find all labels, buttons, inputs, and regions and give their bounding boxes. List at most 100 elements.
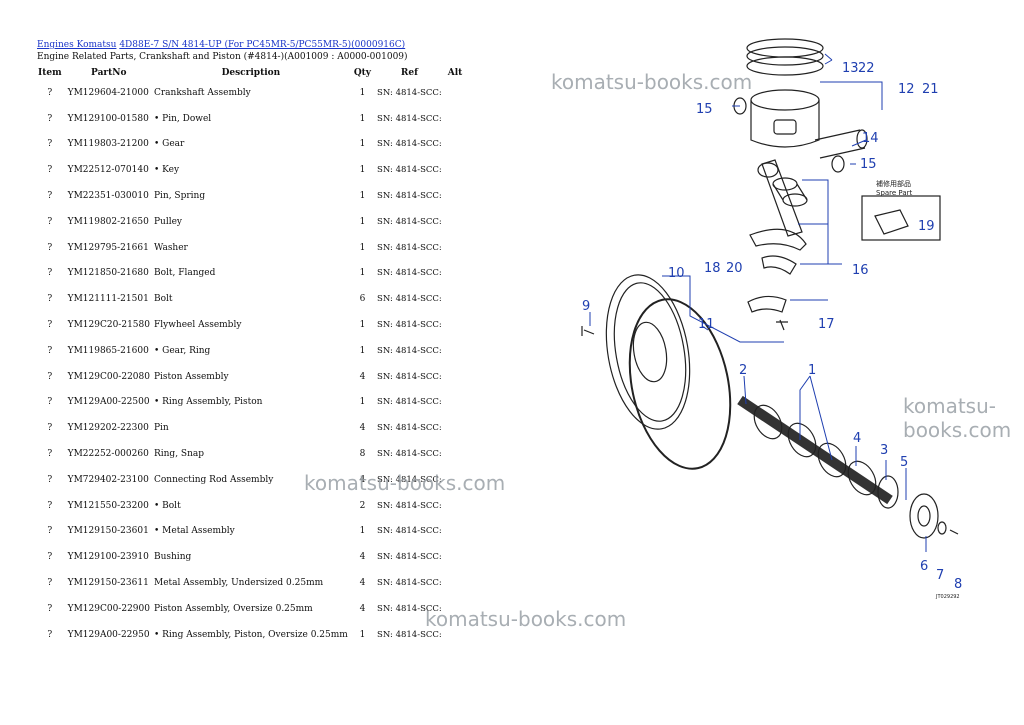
cell-qty: 4 bbox=[359, 474, 366, 485]
cell-alt bbox=[444, 183, 467, 209]
cell-qty: 8 bbox=[359, 449, 366, 460]
cell-alt bbox=[444, 570, 467, 596]
cell-alt bbox=[444, 312, 467, 338]
cell-qty: 4 bbox=[359, 552, 366, 563]
leader-line bbox=[820, 81, 883, 110]
piston-pin-shape bbox=[814, 129, 866, 159]
cell-ref: SN: 4814-SCC: bbox=[377, 294, 442, 305]
cell-qty: 4 bbox=[359, 423, 366, 434]
parts-table: Item PartNo Description Qty Ref Alt ?YM1… bbox=[34, 66, 466, 648]
crank-web-shape bbox=[817, 442, 847, 478]
cell-ref: SN: 4814-SCC: bbox=[377, 526, 442, 537]
cell-partno: YM121550-23200 bbox=[67, 500, 149, 511]
col-header-ref: Ref bbox=[400, 68, 418, 78]
cell-item: ? bbox=[47, 320, 53, 331]
cell-item: ? bbox=[47, 87, 53, 98]
cell-item: ? bbox=[47, 242, 53, 253]
cell-desc: • Ring Assembly, Piston, Oversize 0.25mm bbox=[153, 629, 348, 640]
cell-qty: 4 bbox=[359, 603, 366, 614]
cell-qty: 6 bbox=[359, 294, 366, 305]
piston-pin-boss-shape bbox=[773, 119, 797, 135]
crank-gear-shape bbox=[877, 475, 899, 509]
cell-alt bbox=[444, 493, 467, 519]
cell-qty: 1 bbox=[359, 216, 366, 227]
bearing-half-shape bbox=[761, 255, 797, 275]
leader-line bbox=[790, 179, 842, 301]
callout-label: 13 bbox=[842, 61, 859, 76]
breadcrumb-link-engines[interactable]: Engines Komatsu bbox=[37, 40, 117, 50]
pulley-shape bbox=[909, 493, 939, 539]
table-header-row: Item PartNo Description Qty Ref Alt bbox=[34, 66, 466, 80]
cell-alt bbox=[444, 544, 467, 570]
callout-label: 1 bbox=[808, 363, 816, 378]
cell-qty: 1 bbox=[359, 629, 366, 640]
ring-gear-shape bbox=[628, 298, 732, 470]
cell-desc: Bolt bbox=[153, 294, 173, 305]
cell-item: ? bbox=[47, 423, 53, 434]
cell-item: ? bbox=[47, 500, 53, 511]
col-header-item: Item bbox=[38, 68, 62, 78]
cell-item: ? bbox=[47, 165, 53, 176]
cell-item: ? bbox=[47, 268, 53, 279]
callout-label: 9 bbox=[582, 299, 590, 314]
cell-partno: YM129C20-21580 bbox=[67, 320, 150, 331]
cell-partno: YM121850-21680 bbox=[67, 268, 149, 279]
page-subtitle: Engine Related Parts, Crankshaft and Pis… bbox=[37, 52, 408, 62]
cell-desc: Metal Assembly, Undersized 0.25mm bbox=[153, 578, 324, 589]
piston-ring-shape bbox=[746, 38, 824, 58]
cell-partno: YM129150-23611 bbox=[67, 578, 149, 589]
cell-alt bbox=[444, 519, 467, 545]
crank-web-shape bbox=[847, 460, 877, 496]
leader-line bbox=[851, 139, 867, 147]
breadcrumb-link-model[interactable]: 4D88E-7 S/N 4814-UP (For PC45MR-5/PC55MR… bbox=[119, 40, 406, 50]
cell-item: ? bbox=[47, 294, 53, 305]
callout-label: 4 bbox=[853, 431, 861, 446]
crank-web-shape bbox=[753, 404, 783, 440]
cell-desc: • Pin, Dowel bbox=[153, 113, 212, 124]
cell-partno: YM129795-21661 bbox=[67, 242, 149, 253]
spare-bushing-shape bbox=[874, 209, 909, 235]
cell-alt bbox=[444, 286, 467, 312]
bushing-shape bbox=[782, 193, 808, 207]
cell-item: ? bbox=[47, 139, 53, 150]
watermark: komatsu-books.com bbox=[304, 471, 506, 495]
connecting-rod-shape bbox=[761, 159, 803, 237]
cell-partno: YM119865-21600 bbox=[67, 345, 149, 356]
leader-line bbox=[799, 375, 833, 461]
pulley-hub-shape bbox=[917, 505, 931, 527]
callout-label: 3 bbox=[880, 443, 888, 458]
spare-part-box bbox=[861, 195, 941, 241]
watermark: komatsu-books.com bbox=[903, 394, 1012, 442]
drawing-code: JT029292 bbox=[935, 594, 960, 600]
callout-label: 11 bbox=[698, 317, 715, 332]
cell-ref: SN: 4814-SCC: bbox=[377, 191, 442, 202]
cell-qty: 1 bbox=[359, 397, 366, 408]
cell-item: ? bbox=[47, 449, 53, 460]
cell-ref: SN: 4814-SCC: bbox=[377, 500, 442, 511]
cell-alt bbox=[444, 157, 467, 183]
cell-item: ? bbox=[47, 526, 53, 537]
cell-partno: YM129C00-22080 bbox=[67, 371, 150, 382]
leader-line bbox=[662, 275, 784, 343]
cell-qty: 1 bbox=[359, 345, 366, 356]
callout-label: 14 bbox=[862, 131, 879, 146]
cell-qty: 1 bbox=[359, 191, 366, 202]
leader-line bbox=[824, 53, 833, 65]
watermark: komatsu-books.com bbox=[425, 607, 627, 631]
cell-ref: SN: 4814-SCC: bbox=[377, 578, 442, 589]
callout-label: 20 bbox=[726, 261, 743, 276]
cell-qty: 1 bbox=[359, 242, 366, 253]
cell-desc: • Key bbox=[153, 165, 180, 176]
cell-partno: YM129A00-22500 bbox=[67, 397, 150, 408]
flywheel-bolt-shape bbox=[581, 326, 595, 336]
